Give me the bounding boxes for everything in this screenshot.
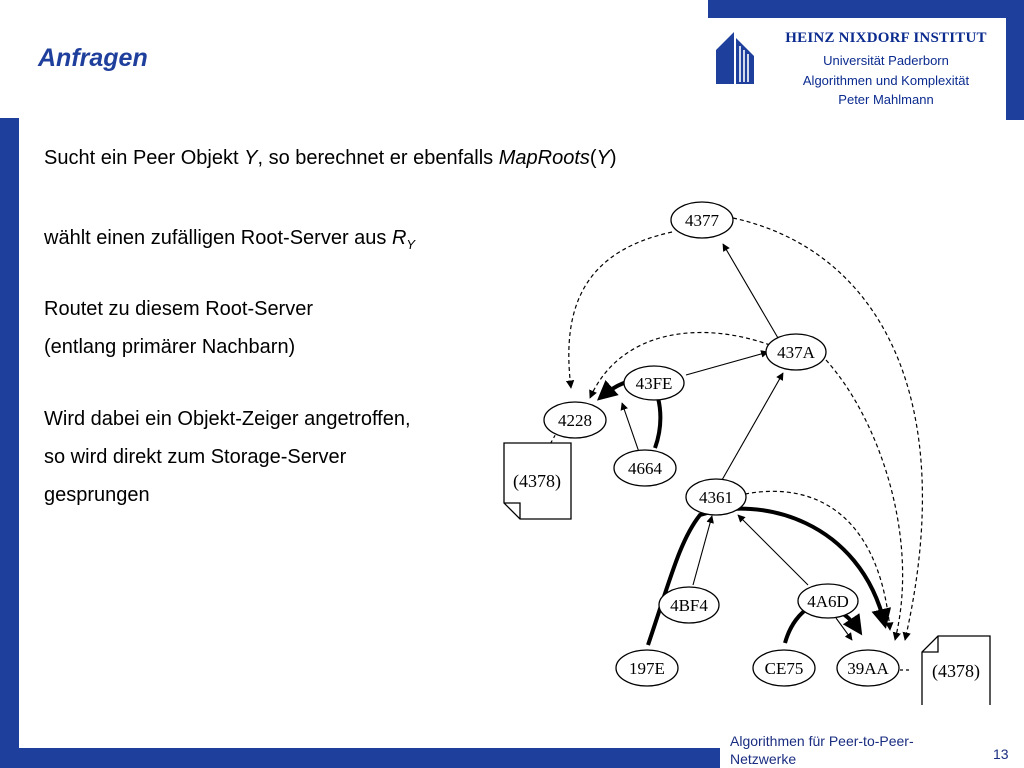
node-label: 39AA [847,659,889,678]
institute-university: Universität Paderborn [823,53,949,68]
edge [692,515,714,586]
node-label: 4228 [558,411,592,430]
node-197E: 197E [615,649,679,687]
edge [620,402,641,456]
document-icon: (4378) [921,635,991,713]
dashed-edge [825,359,904,641]
edge [737,514,809,586]
node-4228: 4228 [543,401,607,439]
text-segment-italic: R [391,227,407,249]
node-43FE: 43FE [623,365,685,401]
node-4A6D: 4A6D [797,583,859,619]
text-segment-italic: Y [596,147,610,169]
text-segment-italic: MapRoots [498,147,590,169]
dashed-edge [744,490,894,631]
dashed-edge [589,331,771,399]
node-437A: 437A [765,333,827,371]
text-segment: Sucht ein Peer Objekt [44,147,245,169]
node-4361: 4361 [685,478,747,516]
node-label: 437A [777,343,816,362]
text-segment: ( [589,147,597,169]
institute-group: Algorithmen und Komplexität [802,73,970,88]
text-segment: wählt einen zufälligen Root-Server aus [44,227,392,249]
node-4BF4: 4BF4 [658,586,720,624]
node-label: 4664 [628,459,663,478]
institute-logo-icon [714,30,756,86]
document-label: (4378) [513,471,561,492]
text-subscript: Y [406,237,416,252]
content-line-6: so wird direkt zum Storage-Server [44,446,347,468]
text-segment-italic: Y [244,147,258,169]
routing-diagram-svg: 4377 437A 43FE 4228 4664 4361 4BF4 4A6D [503,201,991,713]
content-line-2: wählt einen zufälligen Root-Server aus R… [44,219,415,264]
node-label: 4BF4 [670,596,708,615]
node-label: 4A6D [807,592,849,611]
routing-diagram: 4377 437A 43FE 4228 4664 4361 4BF4 4A6D [495,195,995,713]
document-label: (4378) [932,661,980,682]
node-4377: 4377 [670,201,734,239]
content-line-1: Sucht ein Peer Objekt Y, so berechnet er… [44,139,617,177]
node-4664: 4664 [613,449,677,487]
text-segment: ) [609,147,617,169]
page-number: 13 [993,746,1009,762]
content-line-4: (entlang primärer Nachbarn) [44,336,296,358]
edge [685,350,769,376]
node-label: CE75 [765,659,804,678]
node-label: 197E [629,659,665,678]
dashed-edge [732,217,924,641]
text-segment: , so berechnet er ebenfalls [257,147,499,169]
node-label: 4361 [699,488,733,507]
edge [721,372,784,481]
institute-author: Peter Mahlmann [838,92,934,107]
dashed-edge [565,231,673,389]
node-label: 4377 [685,211,720,230]
edge [722,243,779,339]
node-CE75: CE75 [752,649,816,687]
left-accent-bar [0,118,19,768]
node-label: 43FE [636,374,673,393]
slide-title: Anfragen [38,44,148,72]
document-icon: (4378) [503,442,572,520]
institute-name: HEINZ NIXDORF INSTITUT [785,30,987,46]
content-line-3: Routet zu diesem Root-Server [44,298,314,320]
node-39AA: 39AA [836,649,900,687]
footer-course-title: Algorithmen für Peer-to-Peer-Netzwerke [730,733,914,767]
content-line-5: Wird dabei ein Objekt-Zeiger angetroffen… [44,408,411,430]
query-path [646,506,892,646]
content-line-7: gesprungen [44,484,150,506]
header-panel [708,18,1006,120]
bottom-accent-bar [0,748,720,768]
edge [835,617,853,641]
